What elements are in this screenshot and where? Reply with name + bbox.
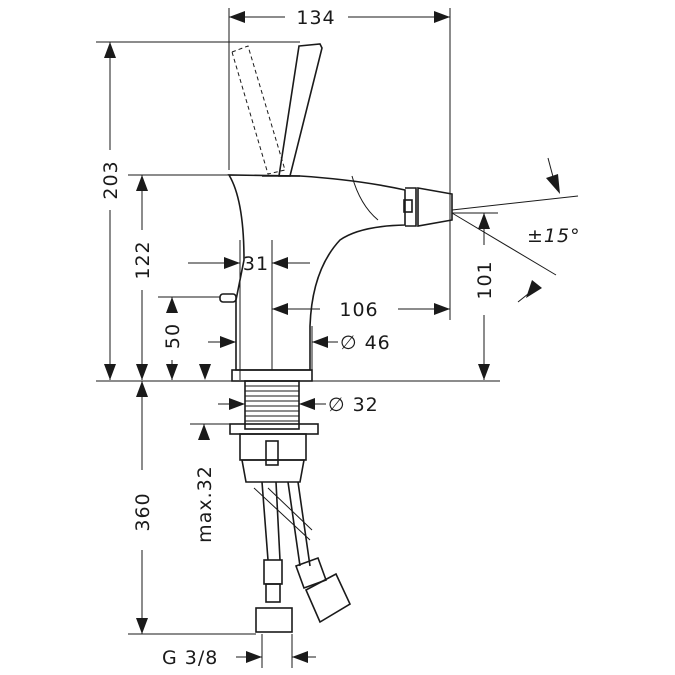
label-hose-length: 360 <box>132 492 154 531</box>
label-height-total: 203 <box>100 160 122 199</box>
faucet-body <box>219 43 453 633</box>
label-max-counter: max.32 <box>194 465 216 543</box>
label-connection: G 3/8 <box>162 647 218 669</box>
label-reach: 106 <box>339 299 378 321</box>
label-height-pop: 50 <box>162 323 184 349</box>
dimension-labels: 134 203 122 50 101 ±15° 31 106 ∅ 46 ∅ 32… <box>100 7 581 669</box>
label-width-total: 134 <box>296 7 335 29</box>
label-height-spout: 122 <box>132 240 154 279</box>
label-base-diameter: ∅ 46 <box>340 332 391 354</box>
label-spout-offset: 31 <box>243 253 269 275</box>
dimension-lines <box>96 8 579 668</box>
label-height-aerator: 101 <box>474 260 496 299</box>
label-swivel: ±15° <box>527 225 581 247</box>
label-shank-diameter: ∅ 32 <box>328 394 379 416</box>
